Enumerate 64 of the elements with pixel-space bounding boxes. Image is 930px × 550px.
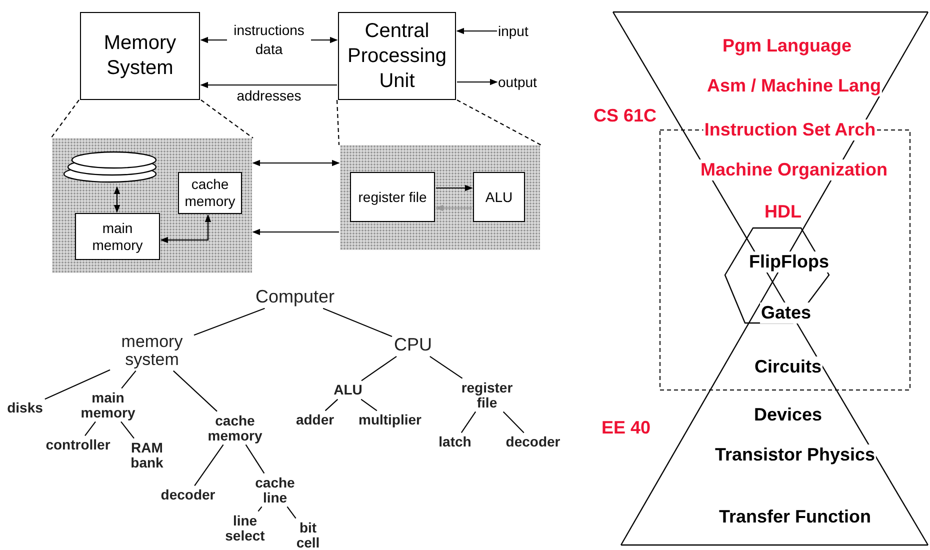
connector-line	[173, 370, 218, 412]
connector-line	[194, 444, 224, 486]
io-label: input	[498, 23, 528, 39]
component-box: register file	[350, 172, 435, 222]
tree-node-label: register file	[457, 380, 517, 410]
tree-node-label: ALU	[334, 382, 362, 398]
component-box: cache memory	[178, 172, 242, 214]
component-box: main memory	[75, 213, 160, 260]
connector-line	[44, 369, 110, 400]
dashed-guide-line	[200, 100, 254, 138]
tree-node-label: controller	[46, 438, 110, 452]
double-arrow	[160, 214, 212, 244]
connector-line	[502, 411, 524, 434]
arrow	[252, 228, 339, 236]
tree-node-label: multiplier	[358, 412, 422, 428]
tree-node-label: adder	[296, 412, 334, 428]
shaded-panel	[340, 145, 540, 250]
tree-node-label: cache line	[250, 475, 300, 505]
shaded-panel	[52, 138, 252, 273]
arrow	[457, 78, 498, 86]
arrow	[456, 28, 497, 34]
tree-node-label: CPU	[394, 336, 432, 354]
tree-node-label: latch	[438, 434, 472, 450]
tree-node-label: Computer	[255, 288, 335, 306]
dashed-guide-line	[456, 100, 542, 146]
dashed-guide-line	[50, 100, 80, 138]
connector-line	[460, 411, 476, 433]
tree-node-label: decoder	[160, 488, 216, 502]
connector-line	[324, 398, 338, 412]
layer-label: FlipFlops	[748, 252, 830, 272]
arrow	[436, 184, 473, 192]
connector-line	[286, 506, 296, 519]
tree-node-label: RAM bank	[127, 440, 167, 470]
tree-node-label: cache memory	[205, 413, 265, 443]
connector-line	[121, 370, 136, 389]
connector-line	[84, 421, 96, 436]
tree-node-label: memory system	[112, 333, 192, 369]
dashed-guide-line	[336, 100, 340, 146]
layer-label: Instruction Set Arch	[703, 120, 877, 140]
unit-box: Memory System	[80, 12, 200, 100]
connector-line	[360, 398, 378, 412]
connector-line	[361, 356, 397, 382]
io-label: output	[498, 74, 537, 90]
layer-label: Machine Organization	[699, 160, 889, 180]
tree-node-label: decoder	[506, 434, 560, 450]
tree-node-label: line select	[220, 513, 270, 543]
double-arrow	[114, 186, 120, 213]
tree-node-label: bit cell	[293, 520, 323, 550]
component-box: ALU	[473, 172, 525, 222]
tree-node-label: main memory	[78, 390, 138, 420]
arrow	[435, 204, 472, 212]
connector-line	[258, 506, 262, 512]
unit-box: Central Processing Unit	[338, 12, 456, 100]
connector-line	[194, 308, 265, 336]
connector-line	[245, 444, 265, 474]
arrow	[200, 82, 337, 88]
tree-node-label: disks	[7, 400, 43, 416]
double-arrow	[252, 160, 340, 166]
layer-label: Asm / Machine Lang	[706, 76, 882, 96]
connector-line	[120, 421, 134, 439]
connector-line	[430, 356, 463, 379]
layer-label: Gates	[760, 302, 812, 324]
connector-line	[322, 308, 392, 337]
layer-label: Transistor Physics	[714, 444, 876, 466]
